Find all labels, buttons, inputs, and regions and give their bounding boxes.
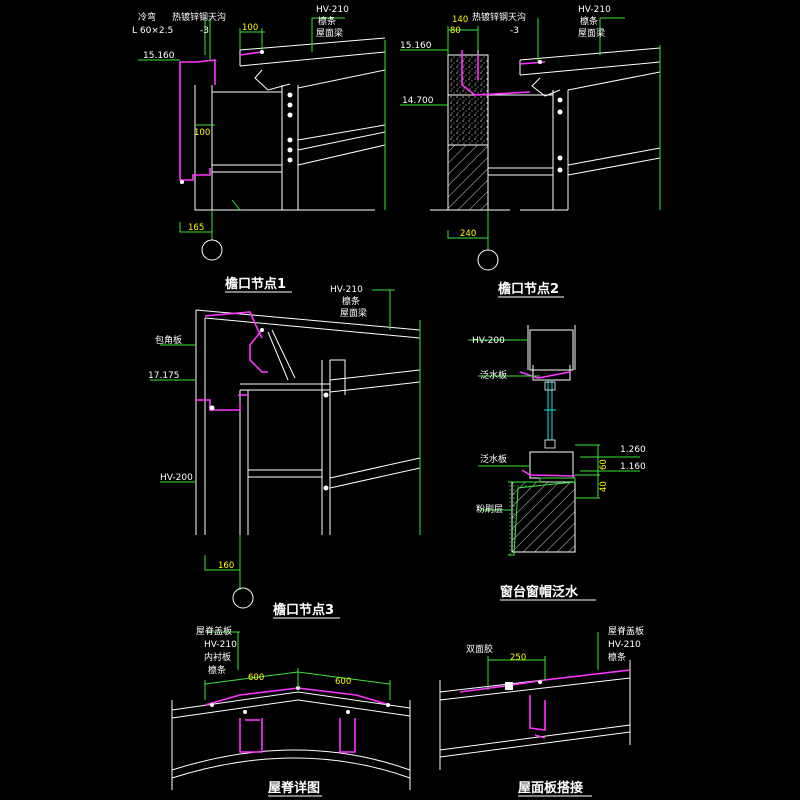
eave1-gutter-label: 热镀锌钢天沟 [172,11,226,23]
lap-purlin-label: 檩条 [608,651,626,663]
sill-flashing-bottom-label: 泛水板 [480,453,507,465]
eave1-gutter-thickness: -3 [200,26,209,36]
eave1-beam-label: HV-210 [316,5,349,15]
lap-title: 屋面板搭接 [518,780,583,796]
eave1-roof-beam-label: 屋面梁 [316,27,343,39]
ridge-dim-right: 600 [335,677,351,687]
eave1-purlin-label: 檩条 [318,15,336,27]
eave1-cold-bent-label: 冷弯 [138,11,156,23]
eave2-dim-140: 140 [452,15,468,25]
ridge-lining-label: 内衬板 [204,651,231,663]
lap-sealant-label: 双面胶 [466,643,493,655]
eave1-dim-100-side: 100 [194,128,210,138]
sill-plaster-label: 粉刷层 [476,503,503,515]
ridge-detail: 屋脊盖板 HV-210 内衬板 檩条 600 600 屋脊详图 [171,625,411,797]
eave2-gutter-label: 热镀锌钢天沟 [472,11,526,23]
eave3-elevation: 17.175 [148,371,180,381]
ridge-beam-label: HV-210 [204,640,237,650]
eave2-gutter-thickness: -3 [510,26,519,36]
eave2-roof-beam-label: 屋面梁 [578,27,605,39]
eave3-dim-160: 160 [218,561,234,571]
ridge-cap-label: 屋脊盖板 [196,625,232,637]
eave1-angle-label: L 60×2.5 [132,26,173,36]
lap-dim-250: 250 [510,653,526,663]
eave2-title: 檐口节点2 [498,281,559,297]
eave3-beam-label: HV-210 [330,285,363,295]
eave-detail-3: HV-210 檩条 屋面梁 包角板 17.175 HV-200 160 檐口节点… [148,285,421,619]
eave1-title: 檐口节点1 [225,276,286,292]
eave3-wrap-label: 包角板 [155,334,182,346]
sill-column-label: HV-200 [472,336,505,346]
ridge-title: 屋脊详图 [268,780,320,796]
lap-beam-label: HV-210 [608,640,641,650]
eave-detail-1: 冷弯 L 60×2.5 热镀锌钢天沟 -3 HV-210 檩条 屋面梁 15.1… [132,5,386,293]
eave2-beam-label: HV-210 [578,5,611,15]
sill-elevation-1: 1.260 [620,445,646,455]
window-sill-detail: HV-200 泛水板 泛水板 粉刷层 1.260 1.160 60 40 窗台窗… [468,325,646,601]
eave2-elevation-mid: 14.700 [402,96,434,106]
eave2-dim-80: 80 [450,26,461,36]
eave2-elevation-top: 15.160 [400,41,432,51]
sill-elevation-2: 1.160 [620,462,646,472]
sill-dim-60: 60 [599,459,609,470]
eave-detail-2: 热镀锌钢天沟 -3 HV-210 檩条 屋面梁 15.160 14.700 14… [400,5,661,298]
sill-dim-40: 40 [599,481,609,492]
eave3-purlin-label: 檩条 [342,295,360,307]
sill-title: 窗台窗帽泛水 [500,584,579,600]
eave2-purlin-label: 檩条 [580,15,598,27]
eave1-dim-165: 165 [188,223,204,233]
eave1-dim-100-top: 100 [242,23,258,33]
lap-ridge-cap-label: 屋脊盖板 [608,625,644,637]
eave1-elevation: 15.160 [143,51,175,61]
eave3-roof-beam-label: 屋面梁 [340,307,367,319]
eave3-title: 檐口节点3 [273,602,334,618]
ridge-dim-left: 600 [248,673,264,683]
sill-flashing-top-label: 泛水板 [480,369,507,381]
roof-panel-lap-detail: 双面胶 屋脊盖板 HV-210 檩条 250 屋面板搭接 [439,625,644,797]
eave2-dim-240: 240 [460,229,476,239]
ridge-purlin-label: 檩条 [208,664,226,676]
eave3-column-label: HV-200 [160,473,193,483]
